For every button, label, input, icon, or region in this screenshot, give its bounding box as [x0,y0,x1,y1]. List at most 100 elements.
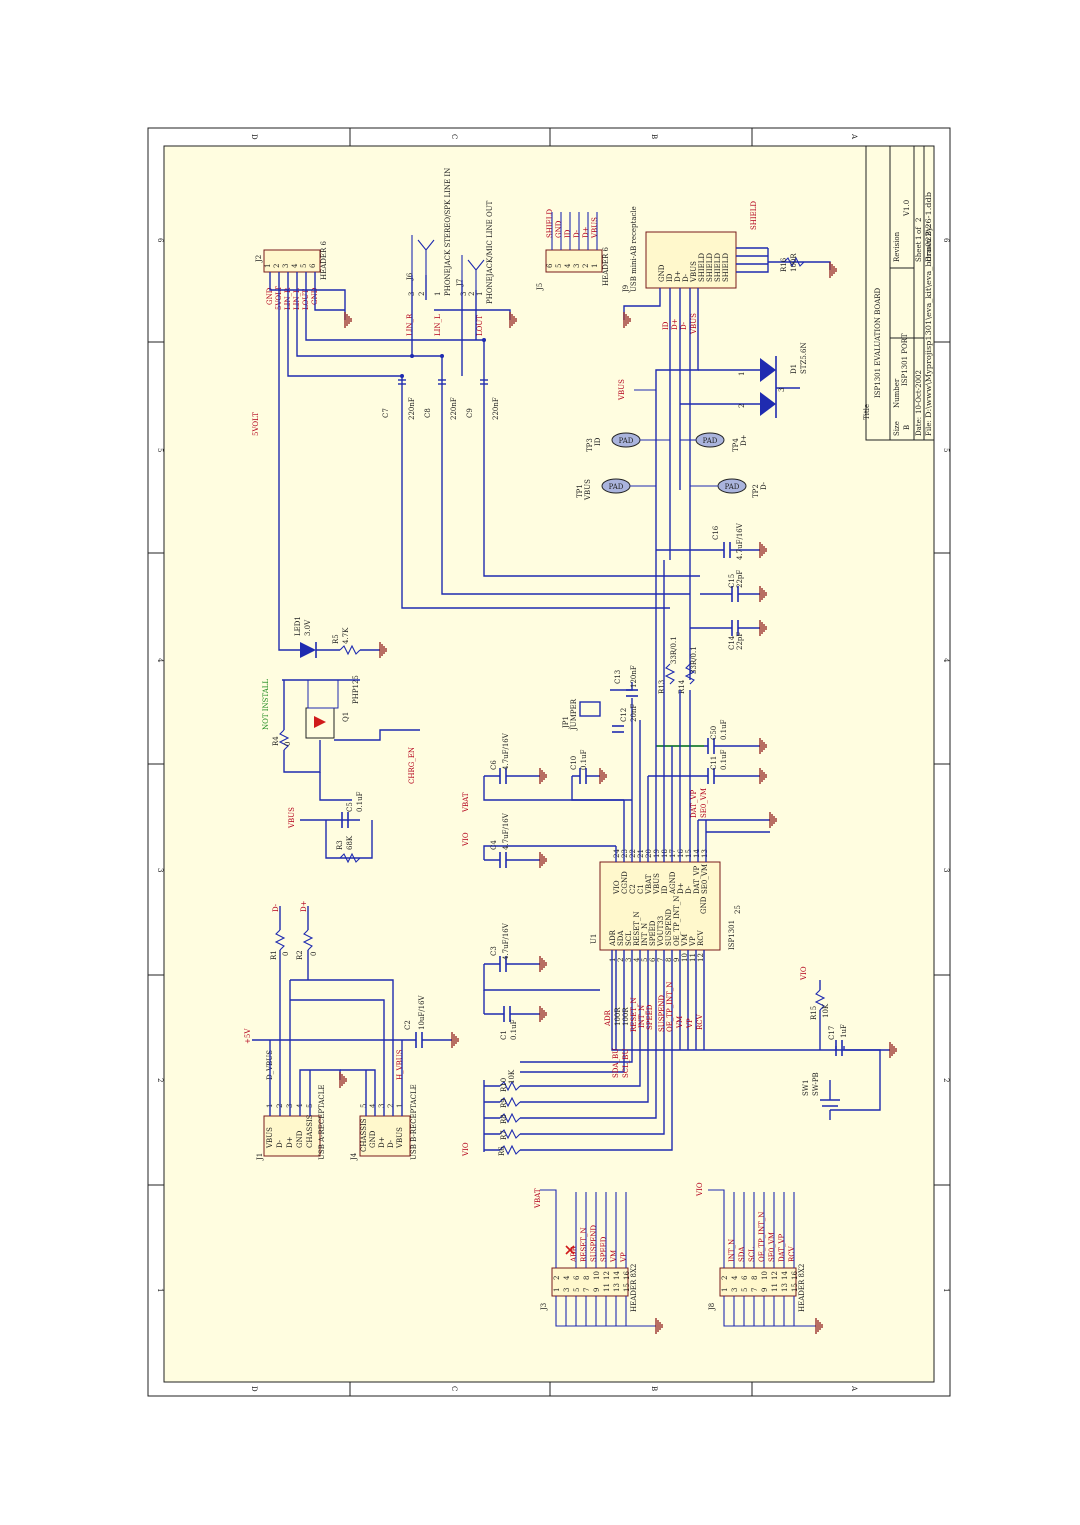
led1-value: 3.0V [304,619,312,636]
j9-ref: J9 [622,285,630,293]
ground-symbol [759,542,767,558]
j3-pin-1: 1 [553,1288,561,1292]
c50-ref: C50 [710,726,718,740]
net-vio-c4: VIO [462,832,470,847]
c7-value: 220nF [408,397,416,420]
net-int-n: INT_N [638,1005,646,1028]
j3-pin-12: 12 [603,1271,611,1280]
resistor-r2: R2 0 [296,906,318,980]
j5-pin-3: 3 [573,264,581,268]
j3-pin-10: 10 [593,1271,601,1280]
u1-pin-19-name: VBUS [653,873,661,895]
cap-c16: C16 4.7uF/16V [656,522,760,560]
j8-net-sda: SDA [738,1246,746,1262]
zone-letter-a-bottom: A [850,1385,858,1392]
j8-pin-11: 11 [771,1283,779,1292]
net-lout: LOUT [476,315,484,336]
pullup-value: 10K [508,1069,516,1084]
d1-pin-2: 2 [738,404,746,408]
j8-pin-3: 3 [731,1288,739,1292]
u1-pin-18-name: ID [661,885,669,894]
net-rcv: RCV [696,1013,704,1030]
j7-value: PHONEJACK/MIC LINE OUT [486,200,494,304]
drawn-by-label: Drawn By: [925,225,933,262]
title-label: Title [863,404,871,420]
ground-symbol [539,956,547,972]
net-se0-vm: SE0_VM [700,788,708,818]
r4-value: 0 [284,742,292,746]
j4-ref: J4 [350,1152,358,1161]
transistor-q1: Q1 PHP125 NOT INSTALL [262,675,360,739]
c8-value: 220nF [450,397,458,420]
j8-pin-1: 1 [721,1288,729,1292]
c1-ref: C1 [500,1030,508,1040]
j8-pin-7: 7 [751,1288,759,1292]
j1-value: USB A-RECEPTACLE [318,1085,326,1161]
u1-pin-2-name: SDA [617,930,625,946]
u1-pin-13-name: SE0_VM [701,864,709,894]
tp3-net: ID [594,437,602,446]
j8-pin-5: 5 [741,1288,749,1292]
ground-symbol [759,768,767,784]
ground-symbol [655,1318,663,1334]
u1-pin-16-name: D+ [677,882,685,894]
j8-pin-6: 6 [741,1275,749,1280]
net-dplus-top: D+ [300,900,308,912]
net-dminus-top: D- [272,903,280,912]
j3-pin-11: 11 [603,1283,611,1292]
j5-pin-5: 5 [555,264,563,268]
j3-pin-8: 8 [583,1276,591,1280]
c17-value: 1uF [840,1024,848,1038]
u1-pin-19-number: 19 [653,849,661,858]
zone-num-6-right: 6 [942,238,950,243]
j4-pin-vbus: VBUS [396,1127,404,1149]
u1-value: ISP1301 [728,920,736,950]
jp1-value: JUMPER [570,698,578,731]
u1-pin-22-number: 22 [629,849,637,858]
c4-value: 4.7uF/16V [502,812,510,850]
revision-label: Revision [893,231,901,262]
r3-value: 68K [346,835,354,850]
ground-symbol [539,852,547,868]
c11-value: 0.1uF [720,749,728,770]
switch-sw1[interactable]: SW1 SW-PB [802,1072,840,1120]
j6-pin-2: 2 [418,292,426,296]
date-value: 10-Oct-2002 [915,370,923,414]
j3-ref: J3 [540,1303,548,1311]
size-label: Size [893,421,901,436]
u1-pin-4-number: 4 [633,957,641,962]
c5-value: 0.1uF [356,791,364,812]
c3-ref: C3 [490,946,498,956]
j8-net-dat-vp: DAT_VP [778,1233,786,1262]
j6-pin-1: 1 [434,292,442,296]
j9-value: USB mini-AB receptacle [630,206,638,292]
d1-pin-3: 3 [778,388,786,392]
c13-ref: C13 [614,670,622,684]
ground-symbols [339,262,897,1334]
u1-pin-2-number: 2 [617,958,625,962]
u1-pin-4-name: RESET_N [633,911,641,946]
j4-pin-chassis: CHASSIS [360,1118,368,1152]
net-dat-vp: DAT_VP [690,789,698,818]
cap-c2: C2 10uF/16V [404,994,426,1048]
date-label: Date: [915,417,923,436]
u1-pin-1-name: ADR [609,929,617,947]
ground-symbol [759,586,767,602]
zone-letter-c-bottom: C [450,1386,458,1391]
u1-pin-24-number: 24 [613,849,621,858]
net-reset-n: RESET_N [630,997,638,1032]
tp4-ref: TP4 [732,438,740,452]
j8-pin-14: 14 [781,1271,789,1280]
tp4-body: PAD [703,437,718,445]
pullup-bank: R6 R7 R8 R9 R10 10K SDA_BU SCL_BU [483,1048,673,1156]
r1-ref: R1 [270,950,278,960]
u1-pin-12-name: RCV [697,929,705,946]
net-lin-l: LIN_L [434,314,442,336]
j1-pin-dplus: D+ [286,1136,294,1148]
ground-symbol [379,642,387,658]
j8-net-rcv: RCV [788,1245,796,1262]
j3-pin-13: 13 [613,1283,621,1292]
